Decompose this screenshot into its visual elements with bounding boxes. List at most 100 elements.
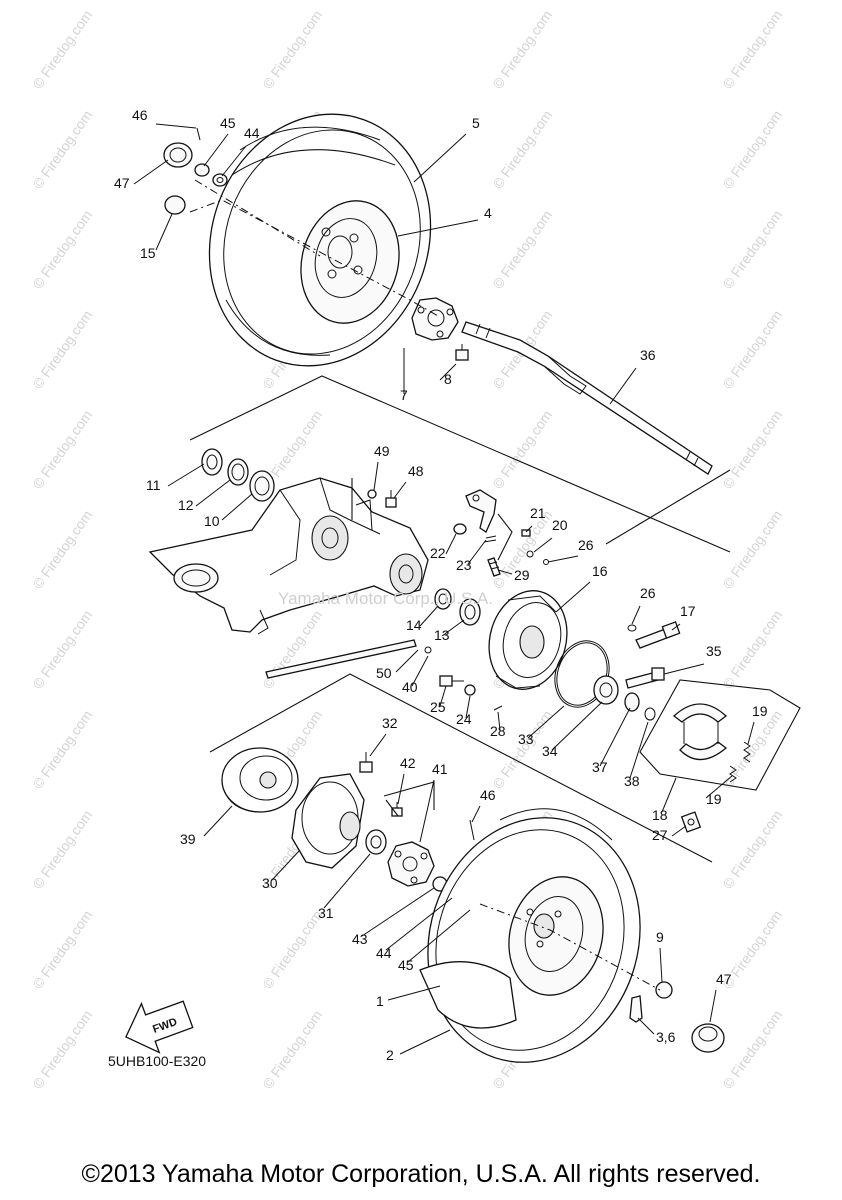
clip-40 bbox=[424, 646, 432, 654]
callout-1: 1 bbox=[376, 993, 384, 1009]
watermark-text: © Firedog.com bbox=[489, 407, 555, 492]
leader-line bbox=[547, 555, 579, 563]
leader-line bbox=[203, 133, 229, 167]
watermark-text: © Firedog.com bbox=[29, 407, 95, 492]
plate-27 bbox=[680, 811, 702, 833]
nut-15 bbox=[164, 195, 186, 215]
watermark-text: © Firedog.com bbox=[29, 507, 95, 592]
callout-23: 23 bbox=[456, 557, 472, 573]
seal-37 bbox=[624, 692, 640, 712]
cotter-pin-46-low bbox=[469, 819, 475, 841]
callout-7: 7 bbox=[400, 387, 408, 403]
leader-line bbox=[155, 123, 197, 129]
callout-34: 34 bbox=[542, 743, 558, 759]
callout-39: 39 bbox=[180, 831, 196, 847]
callout-27: 27 bbox=[652, 827, 668, 843]
oil-seal-14 bbox=[434, 588, 452, 610]
callout-46: 46 bbox=[480, 787, 496, 803]
callout-48: 48 bbox=[408, 463, 424, 479]
callout-32: 32 bbox=[382, 715, 398, 731]
washer-45-top bbox=[194, 163, 210, 177]
callout-36: 36 bbox=[640, 347, 656, 363]
washer-38 bbox=[644, 707, 656, 721]
spring-19-b bbox=[729, 765, 737, 783]
brake-shoe-set bbox=[672, 703, 728, 761]
leader-line bbox=[419, 779, 435, 843]
bolt-17 bbox=[635, 621, 681, 649]
watermark-text: © Firedog.com bbox=[719, 507, 785, 592]
callout-8: 8 bbox=[444, 371, 452, 387]
callout-13: 13 bbox=[434, 627, 450, 643]
callout-38: 38 bbox=[624, 773, 640, 789]
watermark-text: © Firedog.com bbox=[719, 107, 785, 192]
callout-44: 44 bbox=[244, 125, 260, 141]
leader-line bbox=[465, 695, 471, 719]
callout-47: 47 bbox=[114, 175, 130, 191]
leader-line bbox=[419, 605, 439, 627]
watermark-text: © Firedog.com bbox=[719, 707, 785, 792]
rear-axle bbox=[461, 321, 713, 475]
watermark-text: © Firedog.com bbox=[29, 7, 95, 92]
leader-line bbox=[167, 463, 205, 487]
leader-line bbox=[663, 663, 705, 675]
leader-line bbox=[439, 685, 447, 707]
callout-40: 40 bbox=[402, 679, 418, 695]
wheel-hub-41 bbox=[387, 841, 435, 887]
spring-29 bbox=[487, 557, 501, 577]
circlip-12 bbox=[227, 458, 249, 486]
watermark-text: © Firedog.com bbox=[489, 7, 555, 92]
callout-12: 12 bbox=[178, 497, 194, 513]
rear-wheel-rim-lower bbox=[508, 876, 604, 996]
callout-42: 42 bbox=[400, 755, 416, 771]
watermark-text: © Firedog.com bbox=[29, 107, 95, 192]
brake-panel bbox=[488, 590, 568, 690]
watermark-text: © Firedog.com bbox=[259, 1007, 325, 1092]
leader-line bbox=[385, 897, 453, 951]
callout-25: 25 bbox=[430, 699, 446, 715]
washer-49 bbox=[367, 489, 377, 499]
leader-line bbox=[387, 985, 441, 1001]
leader-line bbox=[369, 733, 387, 757]
leader-line bbox=[397, 773, 405, 805]
callout-14: 14 bbox=[406, 617, 422, 633]
leader-line bbox=[533, 537, 553, 553]
callout-24: 24 bbox=[456, 711, 472, 727]
leader-line bbox=[637, 1017, 655, 1035]
callout-47: 47 bbox=[716, 971, 732, 987]
leader-line bbox=[497, 711, 501, 731]
callout-22: 22 bbox=[430, 545, 446, 561]
washer-44-top bbox=[212, 173, 228, 187]
diagram-code: 5UHB100-E320 bbox=[108, 1053, 206, 1069]
leader-line bbox=[361, 887, 435, 937]
oil-seal-11 bbox=[201, 448, 223, 476]
callout-30: 30 bbox=[262, 875, 278, 891]
clip-26-b bbox=[627, 624, 637, 632]
brake-hub-30 bbox=[291, 773, 365, 869]
callout-43: 43 bbox=[352, 931, 368, 947]
watermark-text: © Firedog.com bbox=[29, 807, 95, 892]
leader-line bbox=[133, 159, 169, 185]
watermark-text: © Firedog.com bbox=[29, 207, 95, 292]
nut-9 bbox=[655, 981, 673, 999]
callout-44: 44 bbox=[376, 945, 392, 961]
leader-line bbox=[671, 623, 681, 631]
washer-24 bbox=[464, 684, 476, 696]
leader-line bbox=[399, 1029, 451, 1055]
leader-line bbox=[527, 705, 565, 739]
pin-28 bbox=[493, 705, 503, 711]
callout-45: 45 bbox=[398, 957, 414, 973]
leader-line bbox=[471, 805, 481, 823]
leader-line bbox=[397, 219, 479, 237]
leader-line bbox=[551, 701, 603, 751]
watermark-text: © Firedog.com bbox=[719, 307, 785, 392]
watermark-text: © Firedog.com bbox=[719, 207, 785, 292]
leader-line bbox=[497, 569, 513, 575]
callout-26: 26 bbox=[640, 585, 656, 601]
watermark-text: © Firedog.com bbox=[259, 7, 325, 92]
callout-15: 15 bbox=[140, 245, 156, 261]
callout-21: 21 bbox=[530, 505, 546, 521]
callout-19: 19 bbox=[752, 703, 768, 719]
leader-line bbox=[413, 133, 467, 183]
